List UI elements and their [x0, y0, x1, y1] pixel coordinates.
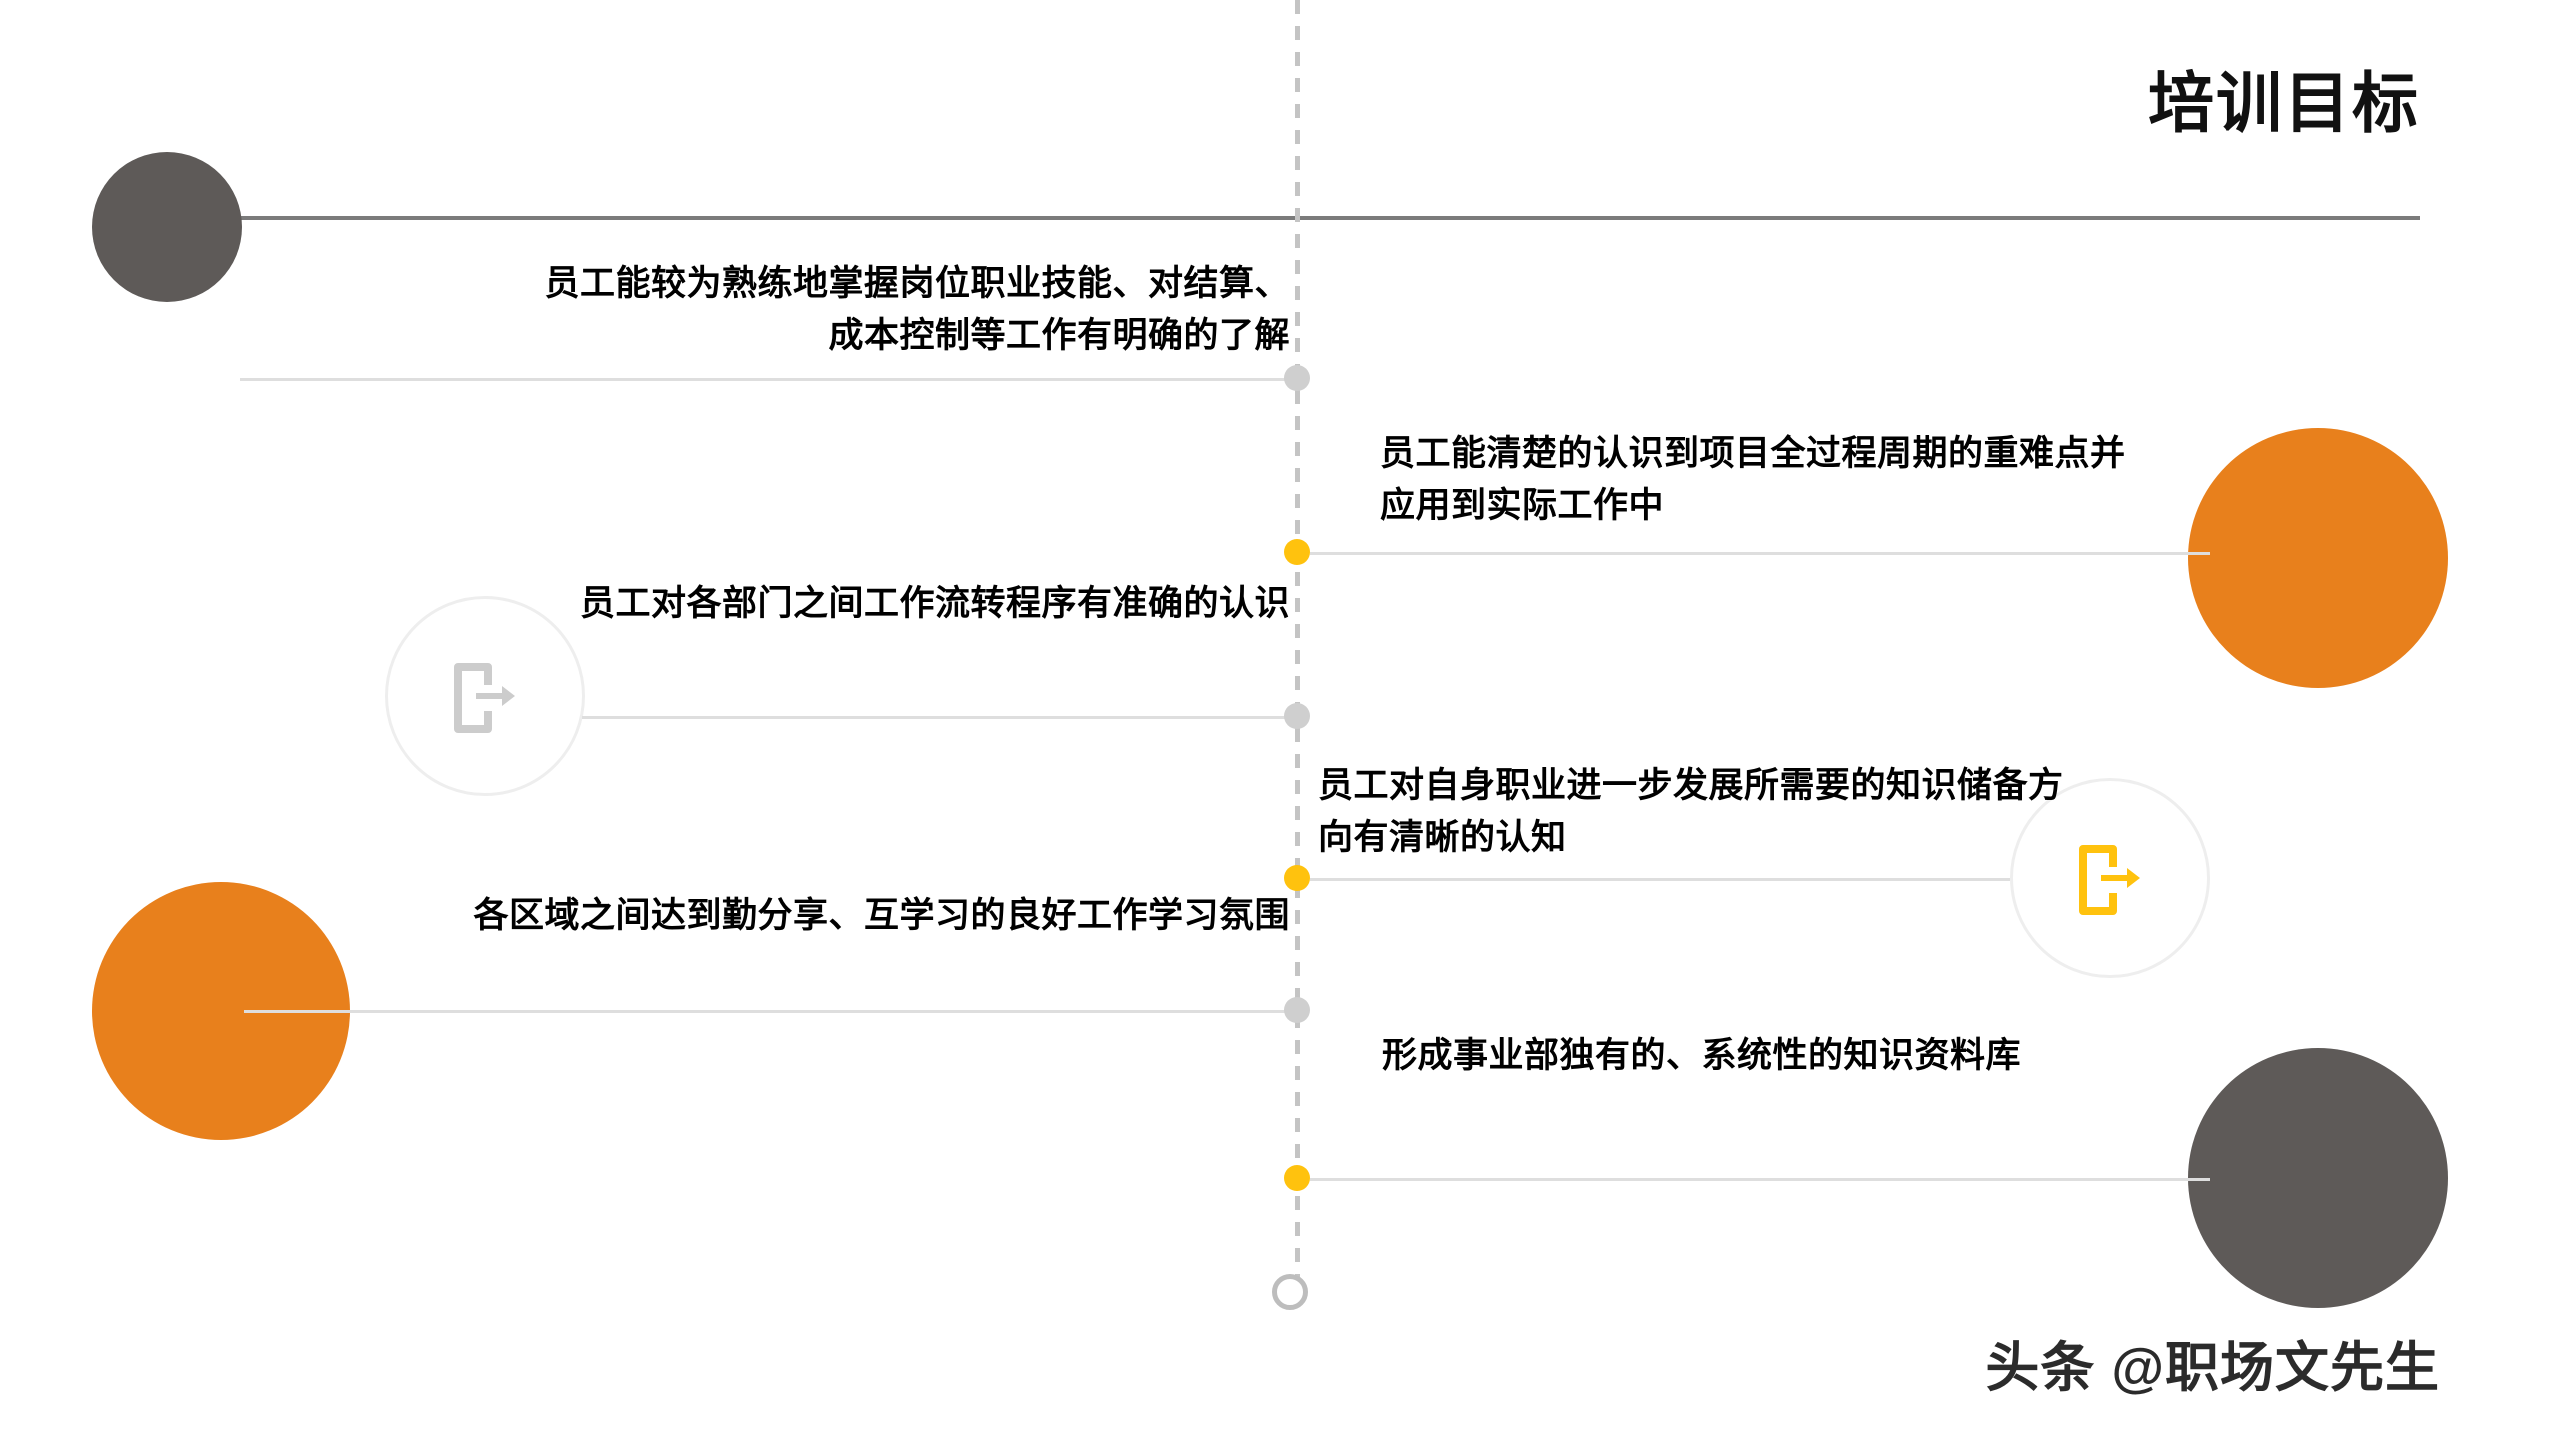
- timeline-node-2[interactable]: [1284, 539, 1310, 565]
- timeline-node-6[interactable]: [1284, 1165, 1310, 1191]
- mobile-export-icon: [2079, 845, 2140, 915]
- mobile-export-icon: [454, 663, 515, 733]
- connector-line-2: [1310, 552, 2210, 555]
- timeline-node-5[interactable]: [1284, 997, 1310, 1023]
- connector-line-4: [1310, 878, 2010, 881]
- timeline-item-text-2: 员工能清楚的认识到项目全过程周期的重难点并应用到实际工作中: [1380, 434, 2126, 525]
- timeline-item-text-1: 员工能较为熟练地掌握岗位职业技能、对结算、成本控制等工作有明确的了解: [544, 264, 1290, 355]
- marker-dark-circle-6: [2188, 1048, 2448, 1308]
- marker-dark-circle-1: [92, 152, 242, 302]
- connector-line-1: [240, 378, 1285, 381]
- page-title: 培训目标: [2148, 66, 2420, 140]
- timeline-end-marker: [1272, 1274, 1308, 1310]
- watermark-text: 头条 @职场文先生: [1985, 1338, 2440, 1398]
- marker-orange-circle-2: [2188, 428, 2448, 688]
- timeline-item-text-4: 员工对自身职业进一步发展所需要的知识储备方向有清晰的认知: [1318, 766, 2064, 857]
- timeline-node-1[interactable]: [1284, 365, 1310, 391]
- marker-icon-circle-4: [2010, 778, 2210, 978]
- connector-line-3: [582, 716, 1285, 719]
- timeline-node-4[interactable]: [1284, 865, 1310, 891]
- connector-line-6: [1310, 1178, 2210, 1181]
- timeline-spine: [1295, 0, 1300, 1288]
- title-divider: [140, 216, 2420, 220]
- timeline-item-text-6: 形成事业部独有的、系统性的知识资料库: [1382, 1036, 2022, 1075]
- marker-icon-circle-3: [385, 596, 585, 796]
- timeline-node-3[interactable]: [1284, 703, 1310, 729]
- timeline-item-text-5: 各区域之间达到勤分享、互学习的良好工作学习氛围: [473, 896, 1290, 935]
- connector-line-5: [244, 1010, 1285, 1013]
- timeline-item-text-3: 员工对各部门之间工作流转程序有准确的认识: [579, 584, 1290, 623]
